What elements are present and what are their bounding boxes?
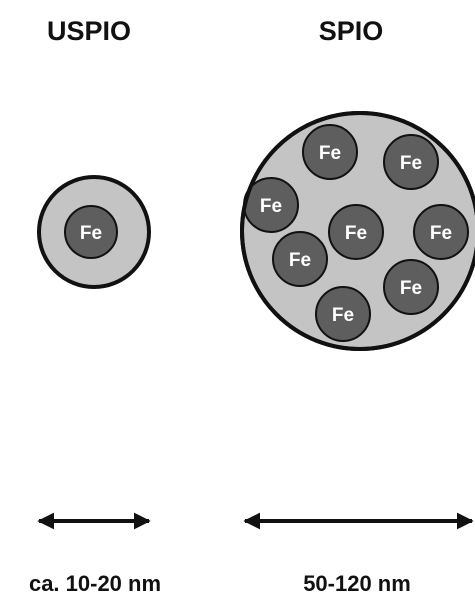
spio-core-circle xyxy=(302,124,358,180)
spio-title: SPIO xyxy=(319,16,384,46)
spio-core-circle xyxy=(328,204,384,260)
uspio-core-label: Fe xyxy=(80,223,102,244)
spio-core-circle xyxy=(383,259,439,315)
spio-core-label: Fe xyxy=(400,153,422,174)
spio-core-label: Fe xyxy=(289,250,311,271)
spio-core-circle xyxy=(383,134,439,190)
spio-core-circle xyxy=(413,204,469,260)
spio-iron-core: Fe xyxy=(272,231,328,287)
spio-core-label: Fe xyxy=(260,196,282,217)
spio-particle: Fe Fe Fe Fe Fe Fe Fe Fe xyxy=(240,111,475,351)
uspio-core-circle xyxy=(64,205,118,259)
spio-core-label: Fe xyxy=(430,223,452,244)
spio-iron-core: Fe xyxy=(315,286,371,342)
spio-core-circle xyxy=(315,286,371,342)
spio-iron-core: Fe xyxy=(383,134,439,190)
spio-core-circle xyxy=(272,231,328,287)
spio-shell-outline xyxy=(240,111,475,351)
spio-core-label: Fe xyxy=(319,143,341,164)
spio-size-label: 50-120 nm xyxy=(303,571,411,596)
spio-iron-core: Fe xyxy=(383,259,439,315)
spio-core-label: Fe xyxy=(345,223,367,244)
uspio-particle: Fe xyxy=(37,175,151,289)
spio-core-label: Fe xyxy=(332,305,354,326)
uspio-title: USPIO xyxy=(47,16,131,46)
uspio-iron-core: Fe xyxy=(64,205,118,259)
spio-iron-core: Fe xyxy=(328,204,384,260)
spio-core-label: Fe xyxy=(400,278,422,299)
uspio-size-label: ca. 10-20 nm xyxy=(29,571,161,596)
spio-iron-core: Fe xyxy=(302,124,358,180)
spio-iron-core: Fe xyxy=(413,204,469,260)
